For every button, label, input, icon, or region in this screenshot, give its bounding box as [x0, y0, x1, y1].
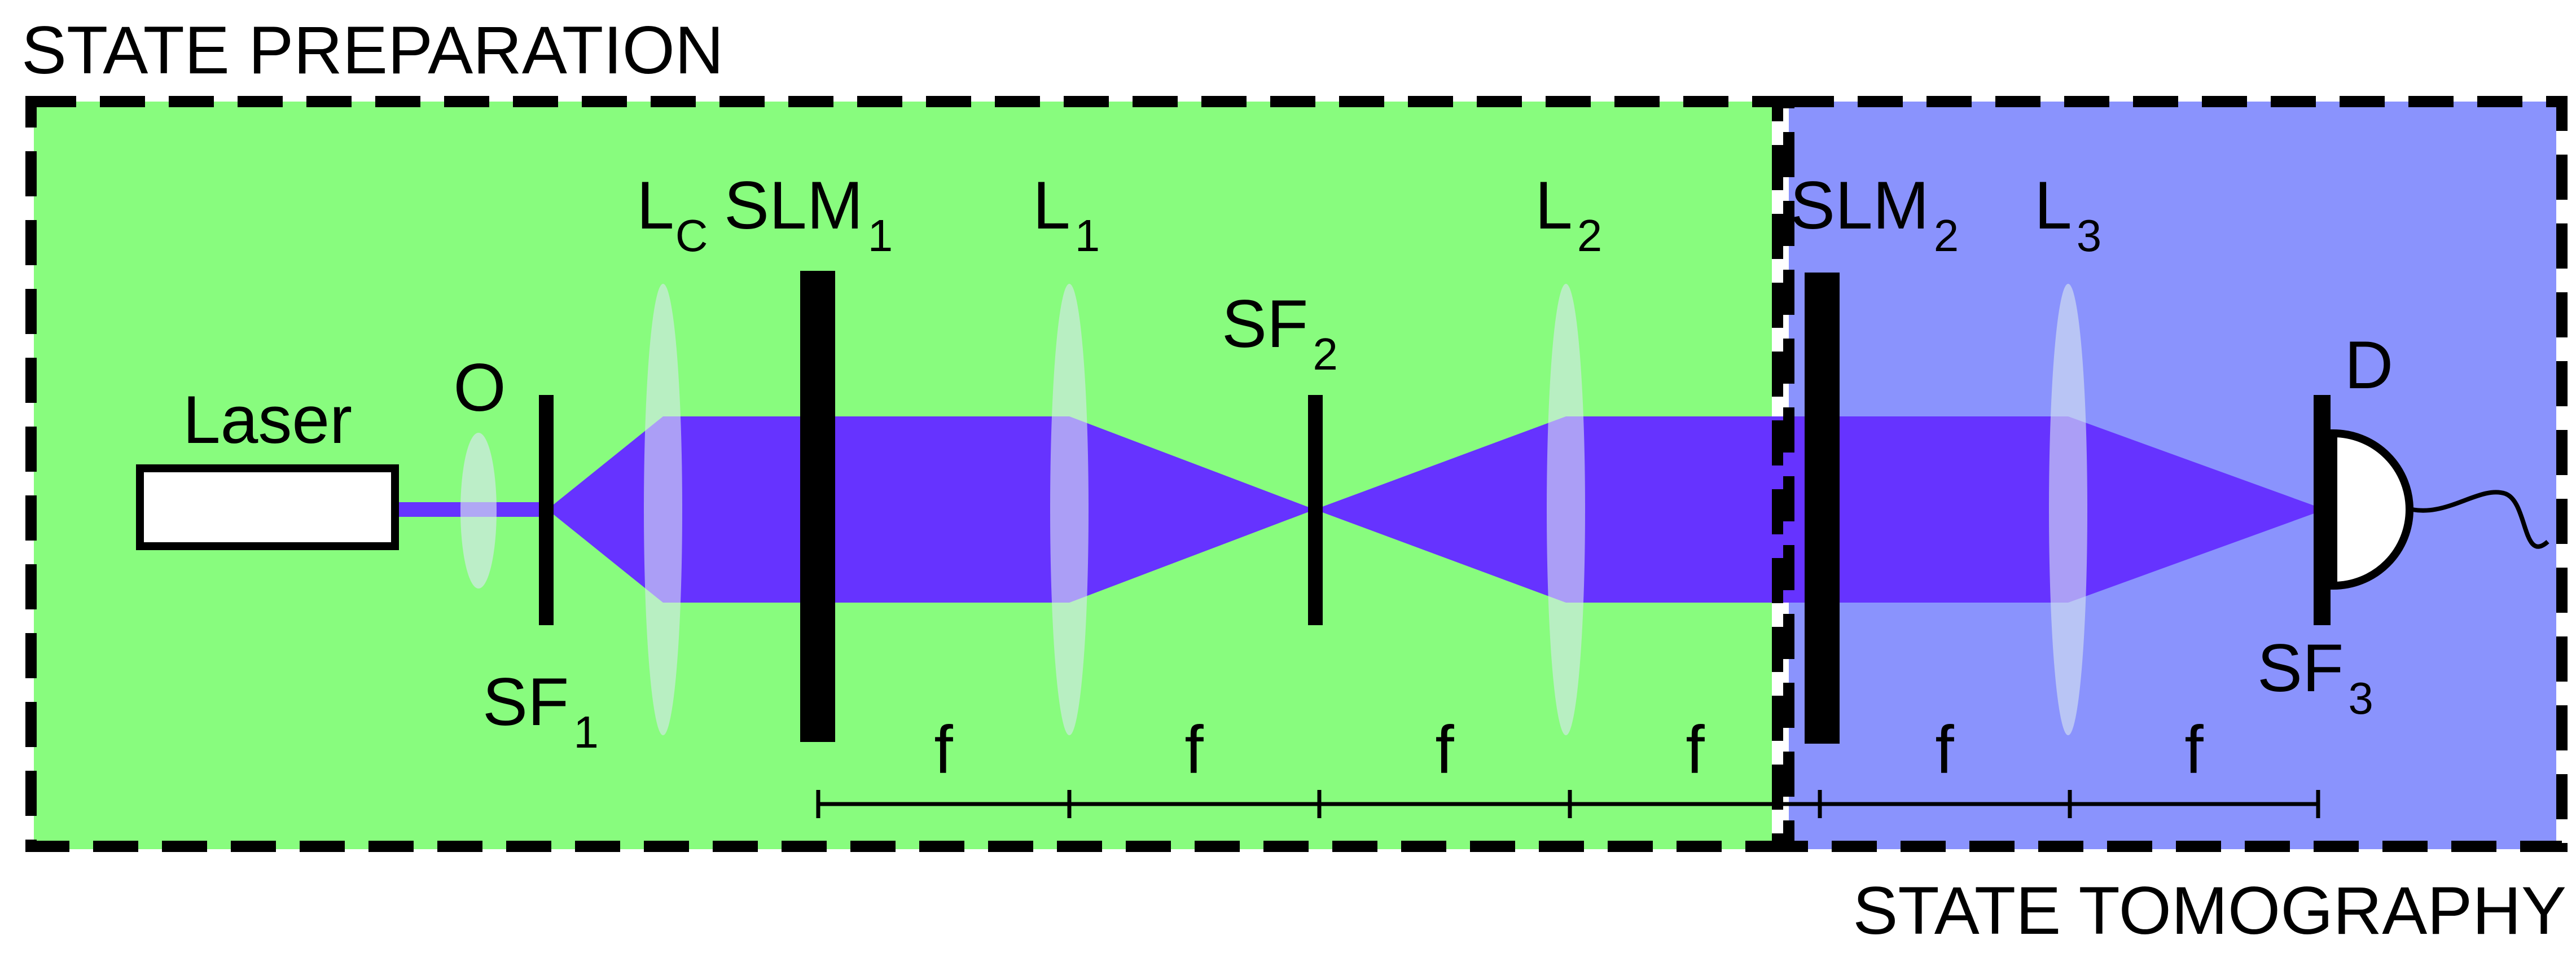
slm2-plate: [1805, 273, 1840, 744]
state-tomography-title: STATE TOMOGRAPHY: [1853, 873, 2566, 948]
state-preparation-title: STATE PREPARATION: [21, 12, 724, 88]
distance-label-3: f: [1435, 712, 1454, 788]
laser-box: [136, 464, 399, 550]
slm1-plate: [800, 271, 835, 742]
objective-lens: [460, 433, 497, 589]
distance-label-4: f: [1686, 712, 1705, 788]
distance-label-5: f: [1935, 712, 1954, 788]
spatial-filter-sf3: [2314, 395, 2331, 625]
spatial-filter-sf2: [1308, 395, 1323, 625]
objective-label: O: [453, 350, 506, 425]
lens-lc: [644, 284, 682, 735]
lens-l3: [2049, 284, 2087, 735]
distance-scale: [816, 790, 2320, 818]
laser-label: Laser: [183, 382, 352, 458]
detector-dome: [2329, 429, 2413, 590]
distance-label-6: f: [2184, 712, 2204, 788]
distance-label-2: f: [1184, 712, 1204, 788]
lc-label: LC: [637, 168, 708, 261]
spatial-filter-sf1: [539, 395, 554, 625]
detector-cable: [2412, 490, 2549, 549]
tomography-dashed-outline: [1783, 96, 2568, 852]
distance-label-1: f: [934, 712, 953, 788]
detector-label: D: [2345, 327, 2394, 403]
lens-l1: [1050, 284, 1089, 735]
lens-l2: [1547, 284, 1585, 735]
